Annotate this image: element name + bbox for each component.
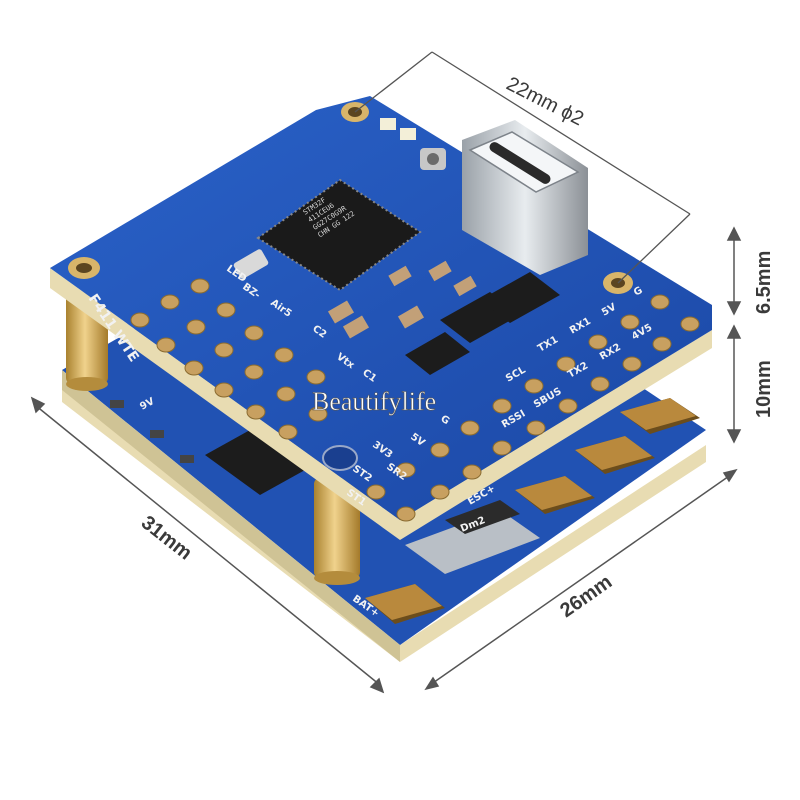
crystal bbox=[233, 249, 269, 279]
usb-c-port bbox=[462, 120, 588, 275]
esc-pad-2 bbox=[575, 436, 655, 474]
top-board: STM32F 411CEU6 GG27C0G9R CHN GG 122 bbox=[50, 96, 712, 540]
length-label: 31mm bbox=[137, 512, 196, 565]
length-dimension bbox=[30, 396, 385, 694]
esc-pad-1 bbox=[620, 398, 700, 434]
status-led bbox=[380, 118, 396, 130]
solder-pads bbox=[130, 278, 700, 522]
mount-hole bbox=[68, 257, 100, 279]
status-led bbox=[400, 128, 416, 140]
esc-driver-chip bbox=[205, 430, 305, 495]
board-height-label: 6.5mm bbox=[753, 251, 775, 314]
hole-spacing-dimension bbox=[354, 51, 691, 284]
standoff-front bbox=[314, 478, 360, 578]
height-dimension bbox=[726, 226, 742, 444]
capacitors bbox=[327, 260, 477, 339]
battery-pad bbox=[365, 584, 445, 624]
smd-component bbox=[150, 430, 164, 438]
regulator-chip bbox=[480, 272, 560, 323]
stack-height-label: 10mm bbox=[753, 360, 775, 418]
width-label: 26mm bbox=[556, 571, 616, 622]
current-shunt: Dm2 bbox=[405, 500, 540, 574]
smd-component bbox=[110, 400, 124, 408]
mount-hole bbox=[322, 445, 358, 471]
esc-pad-3 bbox=[515, 476, 595, 514]
width-dimension bbox=[424, 468, 738, 691]
watermark: Beautifylife bbox=[312, 387, 436, 416]
smd-component bbox=[180, 455, 194, 463]
osd-chip bbox=[405, 332, 470, 375]
